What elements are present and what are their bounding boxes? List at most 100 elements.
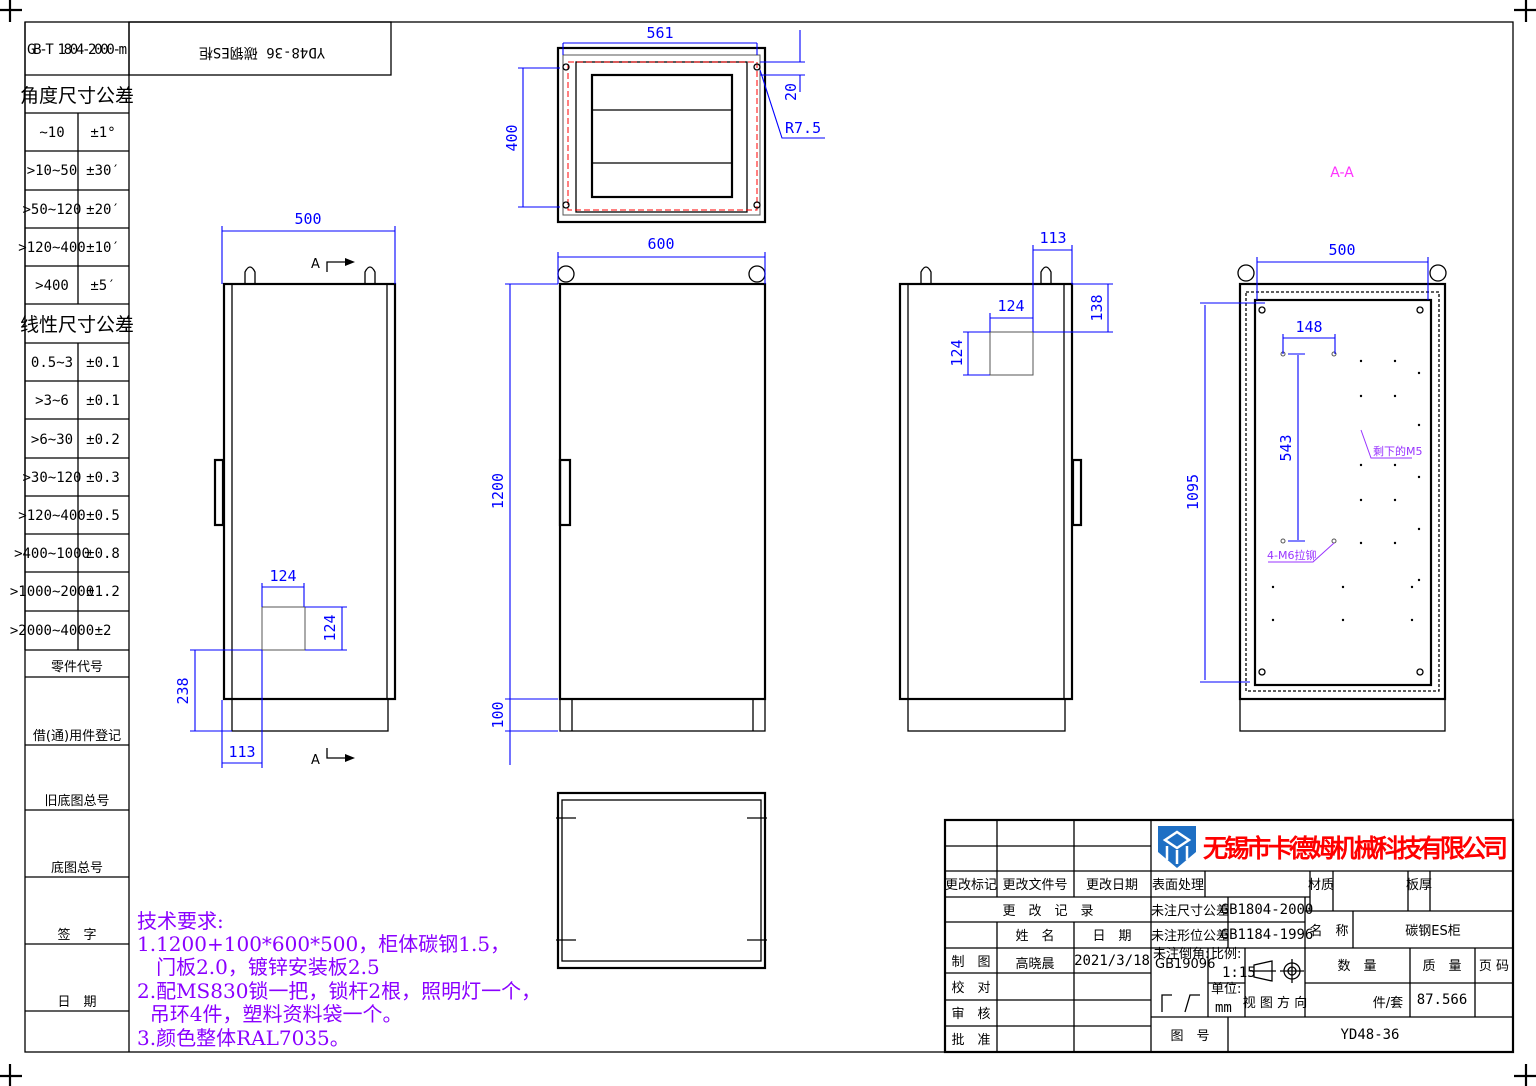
tolerance-table: 角度尺寸公差 ~10 ±1° >10~50 ±30′ >50~120 ±20′ … (10, 22, 134, 1012)
label: 板厚 (1406, 878, 1432, 893)
label: 审 核 (951, 1007, 990, 1022)
range-cell: >3~6 (35, 393, 69, 409)
tol-cell: ±1° (90, 125, 115, 141)
note-m5: 剩下的M5 (1373, 444, 1423, 458)
tol-cell: ±0.2 (86, 432, 120, 448)
tech-line: 2.配MS830锁一把，锁杆2根，照明灯一个， (137, 979, 541, 1003)
label: 批 准 (951, 1033, 990, 1048)
range-cell: >50~120 (22, 202, 81, 218)
tol-cell: ±0.3 (86, 470, 120, 486)
drawn-date: 2021/3/18 (1074, 953, 1150, 969)
label: 比例: (1211, 947, 1241, 962)
range-cell: >1000~2000 (10, 584, 94, 600)
front-view: 600 1200 100 (489, 235, 767, 765)
dim-top-width: 561 (646, 24, 673, 42)
dim-right-cutout-z: 138 (1088, 294, 1106, 321)
value: GB1184-1996 (1221, 927, 1314, 943)
dim-aa-height: 1095 (1184, 474, 1202, 510)
label: 校 对 (951, 980, 990, 996)
label: 材质 (1308, 878, 1334, 893)
range-cell: >6~30 (31, 432, 73, 448)
label: 页 码 (1479, 959, 1509, 974)
dim-right-cutout-x: 113 (1039, 229, 1066, 247)
m5-holes (1271, 359, 1421, 622)
dim-cutout-z: 238 (174, 677, 192, 704)
unit-value: mm (1215, 1000, 1232, 1016)
range-cell: >2000~4000 (10, 623, 94, 639)
tech-line: 门板2.0，镀锌安装板2.5 (137, 955, 380, 979)
label: 数 量 (1337, 959, 1376, 974)
header-block: GB-T 1804-2000-m YD48-36 碳钢ES柜 (25, 21, 392, 76)
value: GB1804-2000 (1221, 902, 1314, 918)
label: 更改标记 (945, 878, 997, 893)
dim-aa-hole-x: 148 (1295, 318, 1322, 336)
label: 名 称 (1309, 923, 1348, 939)
label: 更改日期 (1086, 878, 1138, 893)
dim-top-offset: 20 (782, 83, 800, 101)
tol-cell: ±1.2 (86, 584, 120, 600)
range-cell: ~10 (39, 125, 64, 141)
dim-front-height: 1200 (489, 473, 507, 509)
section-aa-view: A-A 500 1095 148 543 剩下的M5 4-M6拉铆 (1184, 165, 1447, 732)
tol-cell: ±0.8 (86, 546, 120, 562)
tech-requirements: 技术要求: 1.1200+100*600*500，柜体碳钢1.5， 门板2.0，… (137, 909, 541, 1050)
dim-right-cutout-h: 124 (948, 339, 966, 366)
side-label: 签 字 (57, 927, 96, 943)
label: 未注形位公差 (1151, 929, 1229, 944)
dim-aa-width: 500 (1328, 241, 1355, 259)
dim-side-width: 500 (294, 210, 321, 228)
top-view: 561 400 20 R7.5 (503, 24, 825, 224)
projection-symbol-icon (1250, 959, 1304, 983)
note-m6: 4-M6拉铆 (1267, 548, 1316, 562)
tol-cell: ±10′ (86, 240, 120, 256)
label: 质 量 (1422, 959, 1461, 974)
label: 制 图 (951, 955, 990, 970)
drawn-by: 高晓晨 (1015, 956, 1054, 972)
dim-cutout-w: 124 (269, 567, 296, 585)
dim-front-base: 100 (489, 701, 507, 728)
company-logo (1158, 826, 1196, 868)
tol-cell: ±5′ (90, 278, 115, 294)
label: 未注尺寸公差 (1151, 904, 1229, 919)
label: 表面处理 (1152, 878, 1204, 893)
tol-cell: ±30′ (86, 163, 120, 179)
dim-aa-hole-y: 543 (1277, 434, 1295, 461)
qty-value: 件/套 (1373, 995, 1403, 1011)
dim-top-radius: R7.5 (785, 119, 821, 137)
tech-line: 1.1200+100*600*500，柜体碳钢1.5， (137, 932, 510, 956)
section-mark-top: A (311, 257, 320, 272)
label: 未注倒角: (1153, 947, 1209, 962)
label: 视 图 方 向 (1243, 995, 1307, 1011)
standard-label: GB-T 1804-2000-m (27, 42, 127, 58)
dim-right-cutout-w: 124 (997, 297, 1024, 315)
bottom-view (556, 791, 767, 970)
label: 图 号 (1170, 1029, 1209, 1044)
range-cell: >30~120 (22, 470, 81, 486)
range-cell: >120~400 (18, 508, 85, 524)
tol-cell: ±0.1 (86, 393, 120, 409)
drawing-number: YD48-36 (1340, 1027, 1399, 1043)
label: 单位: (1211, 982, 1241, 997)
tech-title: 技术要求: (137, 909, 224, 933)
dim-front-width: 600 (647, 235, 674, 253)
left-side-view: 500 124 124 238 113 A A (174, 210, 397, 768)
side-label: 旧底图总号 (44, 793, 109, 809)
label: 更 改 记 录 (1002, 904, 1093, 919)
range-cell: >120~400 (18, 240, 85, 256)
dim-cutout-x: 113 (228, 743, 255, 761)
mirrored-title: YD48-36 碳钢ES柜 (199, 44, 325, 60)
section-title: A-A (1330, 165, 1354, 181)
label: 姓 名 (1015, 928, 1054, 944)
company-name: 无锡市卡德姆机械科技有限公司 (1203, 834, 1508, 863)
tol-cell: ±0.1 (86, 355, 120, 371)
range-cell: >400 (35, 278, 69, 294)
angular-title: 角度尺寸公差 (20, 85, 134, 107)
range-cell: >400~1000 (14, 546, 90, 562)
linear-title: 线性尺寸公差 (20, 314, 134, 336)
dim-cutout-h: 124 (321, 614, 339, 641)
tech-line: 吊环4件，塑料资料袋一个。 (137, 1002, 402, 1026)
scale-value: 1:15 (1222, 965, 1256, 981)
right-side-view: 113 124 138 124 (898, 229, 1113, 732)
